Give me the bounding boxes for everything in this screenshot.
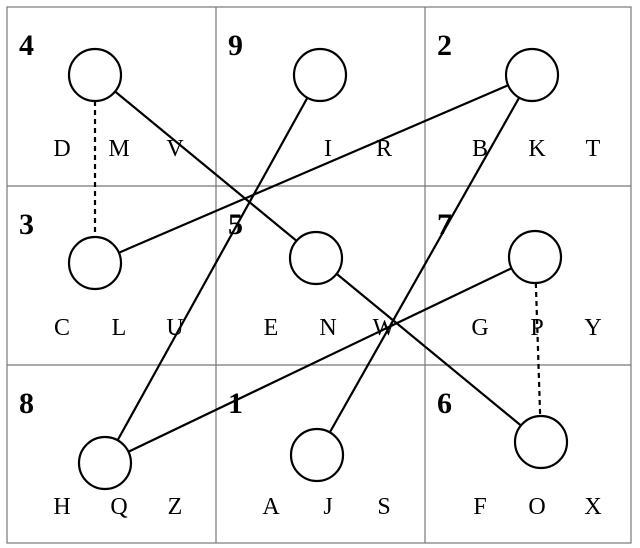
grid-cell-9: 6F O X — [437, 387, 602, 520]
cell-letter: D — [53, 136, 70, 162]
cell-letter: I — [324, 136, 332, 162]
node-circle — [507, 229, 563, 285]
node-circle — [513, 414, 569, 470]
cell-number: 5 — [228, 208, 243, 241]
cell-letter: H — [53, 494, 70, 520]
cell-letter: S — [377, 494, 390, 520]
grid-cell-1: 4D M V — [19, 29, 184, 162]
cell-letter: G — [471, 315, 488, 341]
cell-letter: X — [584, 494, 601, 520]
connection-line-4 — [118, 84, 509, 254]
cell-number: 7 — [437, 208, 452, 241]
cell-letter: M — [108, 136, 129, 162]
grid-cell-3: 2B K T — [437, 29, 601, 162]
cell-letter: R — [376, 136, 392, 162]
cell-letter: K — [528, 136, 546, 162]
node-circle — [67, 235, 123, 291]
cell-letter: W — [373, 315, 396, 341]
cell-number: 6 — [437, 387, 452, 420]
grid-cell-7: 8H Q Z — [19, 387, 182, 520]
connection-line-7 — [534, 282, 542, 417]
grid-cell-6: 7G P Y — [437, 208, 602, 341]
cell-number: 3 — [19, 208, 34, 241]
grid-cell-4: 3C L U — [19, 208, 184, 341]
grid-cells: 4D M V 9I R 2B K T 3C L U 5E N W 7G P Y 8H Q Z 1A J S 6F O X — [19, 29, 602, 520]
cell-letter: J — [323, 494, 332, 520]
cell-number: 2 — [437, 29, 452, 62]
cell-letter: O — [528, 494, 545, 520]
cell-letter: F — [473, 494, 486, 520]
cell-number: 8 — [19, 387, 34, 420]
cell-letter: Y — [584, 315, 601, 341]
node-circle — [289, 427, 345, 483]
grid-cell-8: 1A J S — [228, 387, 391, 520]
node-circle — [504, 47, 560, 103]
cell-letter: Z — [168, 494, 183, 520]
grid-cell-2: 9I R — [228, 29, 392, 162]
cell-letter: V — [166, 136, 184, 162]
grid-cell-5: 5E N W — [228, 208, 396, 341]
connection-line-6 — [127, 267, 513, 453]
cell-number: 9 — [228, 29, 243, 62]
cell-letter: L — [112, 315, 127, 341]
cell-letter: E — [264, 315, 279, 341]
grid-lines — [6, 6, 632, 544]
connection-line-3 — [116, 97, 309, 441]
cell-letter: C — [54, 315, 70, 341]
connection-line-5 — [328, 97, 521, 433]
cell-number: 4 — [19, 29, 34, 62]
cell-letter: U — [166, 315, 183, 341]
node-circle — [292, 47, 348, 103]
node-circle — [288, 230, 344, 286]
cell-letter: Q — [110, 494, 127, 520]
cell-letter: T — [586, 136, 601, 162]
cell-letter: N — [319, 315, 336, 341]
cell-letter: P — [530, 315, 543, 341]
cell-letter: A — [262, 494, 280, 520]
grid-border — [6, 6, 632, 544]
node-circle — [77, 435, 133, 491]
node-circle — [67, 47, 123, 103]
cell-letter: B — [472, 136, 488, 162]
cell-number: 1 — [228, 387, 243, 420]
